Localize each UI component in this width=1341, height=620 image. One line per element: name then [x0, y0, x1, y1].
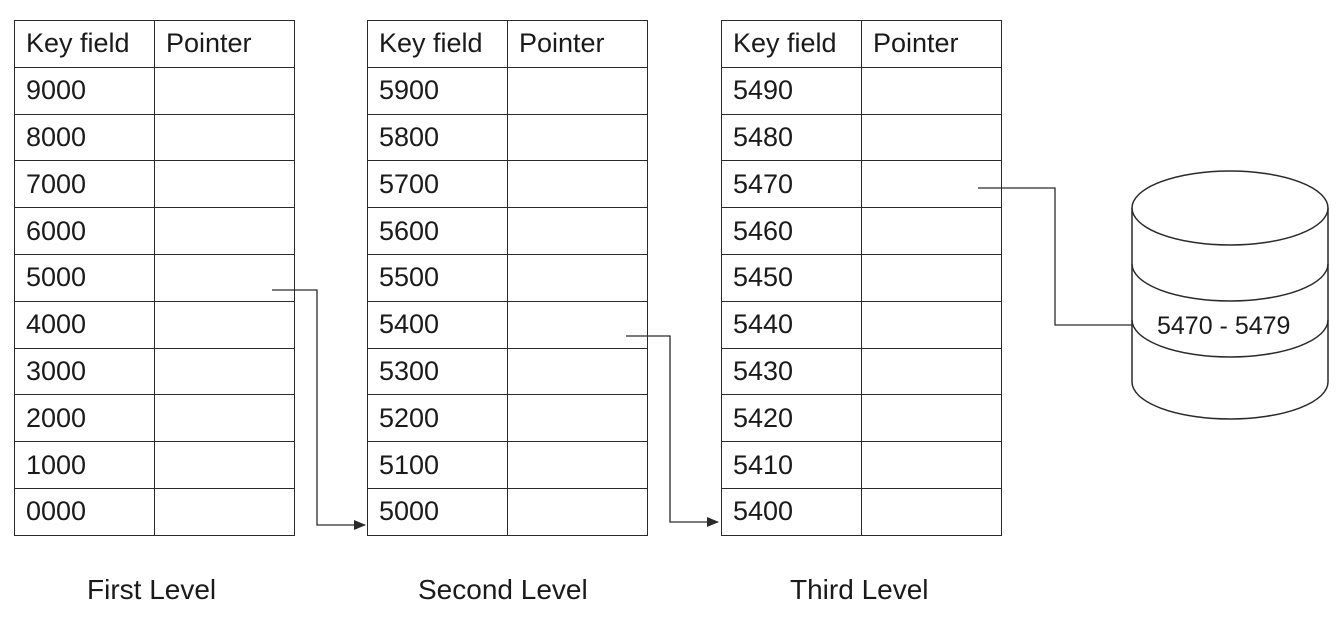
pointer-cell — [507, 347, 648, 396]
key-cell: 5800 — [367, 113, 508, 162]
table-row: 5420 — [721, 394, 1002, 443]
pointer-cell — [154, 300, 295, 349]
table-row: 5450 — [721, 253, 1002, 302]
pointer-cell — [861, 160, 1002, 209]
table-row: 5490 — [721, 66, 1002, 115]
table-row: 8000 — [14, 113, 295, 162]
table-row: 5400 — [721, 487, 1002, 536]
first-level-caption: First Level — [87, 574, 217, 605]
key-cell: 5000 — [367, 487, 508, 536]
key-field-header: Key field — [721, 20, 862, 68]
table-row: 5000 — [367, 487, 648, 536]
pointer-cell — [507, 487, 648, 536]
pointer-cell — [861, 487, 1002, 536]
pointer-header: Pointer — [154, 20, 295, 68]
key-cell: 5430 — [721, 347, 862, 396]
table-row: 5410 — [721, 441, 1002, 489]
table-row: 3000 — [14, 347, 295, 396]
pointer-cell — [154, 253, 295, 302]
table-row: 5600 — [367, 207, 648, 255]
table-row: 5470 — [721, 160, 1002, 209]
table-header-row: Key field Pointer — [14, 20, 295, 68]
key-cell: 5450 — [721, 253, 862, 302]
table-row: 5440 — [721, 300, 1002, 349]
key-field-header: Key field — [367, 20, 508, 68]
pointer-arrow-third-to-data-block — [978, 187, 1157, 330]
table-row: 5000 — [14, 253, 295, 302]
table-row: 5400 — [367, 300, 648, 349]
pointer-cell — [507, 253, 648, 302]
pointer-cell — [861, 66, 1002, 115]
pointer-arrow-second-to-third — [626, 335, 719, 527]
key-cell: 5400 — [721, 487, 862, 536]
table-row: 0000 — [14, 487, 295, 536]
first-level-index-table: Key field Pointer 9000 8000 7000 6000 50… — [14, 20, 295, 536]
pointer-cell — [154, 487, 295, 536]
key-cell: 5440 — [721, 300, 862, 349]
second-level-index-table: Key field Pointer 5900 5800 5700 5600 55… — [367, 20, 648, 536]
table-row: 1000 — [14, 441, 295, 489]
key-cell: 8000 — [14, 113, 155, 162]
table-header-row: Key field Pointer — [367, 20, 648, 68]
key-cell: 5470 — [721, 160, 862, 209]
key-cell: 5410 — [721, 441, 862, 489]
pointer-cell — [861, 207, 1002, 255]
third-level-index-table: Key field Pointer 5490 5480 5470 5460 54… — [721, 20, 1002, 536]
key-cell: 5000 — [14, 253, 155, 302]
disk-cylinder-icon — [1131, 170, 1329, 420]
key-cell: 5900 — [367, 66, 508, 115]
table-row: 5500 — [367, 253, 648, 302]
table-row: 5800 — [367, 113, 648, 162]
pointer-cell — [507, 441, 648, 489]
key-cell: 3000 — [14, 347, 155, 396]
table-row: 5100 — [367, 441, 648, 489]
table-row: 5430 — [721, 347, 1002, 396]
key-field-header: Key field — [14, 20, 155, 68]
key-cell: 5500 — [367, 253, 508, 302]
pointer-cell — [507, 394, 648, 443]
key-cell: 5100 — [367, 441, 508, 489]
data-block-label: 5470 - 5479 — [1157, 312, 1290, 340]
pointer-cell — [507, 113, 648, 162]
key-cell: 4000 — [14, 300, 155, 349]
table-row: 5900 — [367, 66, 648, 115]
pointer-cell — [861, 441, 1002, 489]
key-cell: 5420 — [721, 394, 862, 443]
table-row: 5480 — [721, 113, 1002, 162]
key-cell: 2000 — [14, 394, 155, 443]
pointer-cell — [154, 113, 295, 162]
pointer-cell — [154, 441, 295, 489]
pointer-cell — [507, 300, 648, 349]
third-level-caption: Third Level — [790, 574, 929, 605]
pointer-header: Pointer — [507, 20, 648, 68]
pointer-cell — [154, 347, 295, 396]
key-cell: 5700 — [367, 160, 508, 209]
pointer-cell — [861, 113, 1002, 162]
pointer-cell — [861, 300, 1002, 349]
key-cell: 0000 — [14, 487, 155, 536]
pointer-cell — [507, 207, 648, 255]
second-level-caption: Second Level — [418, 574, 588, 605]
pointer-cell — [861, 394, 1002, 443]
table-header-row: Key field Pointer — [721, 20, 1002, 68]
table-row: 5200 — [367, 394, 648, 443]
pointer-header: Pointer — [861, 20, 1002, 68]
table-row: 2000 — [14, 394, 295, 443]
key-cell: 5600 — [367, 207, 508, 255]
pointer-arrow-first-to-second — [272, 289, 366, 530]
pointer-cell — [154, 207, 295, 255]
pointer-cell — [861, 253, 1002, 302]
table-row: 4000 — [14, 300, 295, 349]
key-cell: 9000 — [14, 66, 155, 115]
pointer-cell — [154, 160, 295, 209]
key-cell: 5490 — [721, 66, 862, 115]
